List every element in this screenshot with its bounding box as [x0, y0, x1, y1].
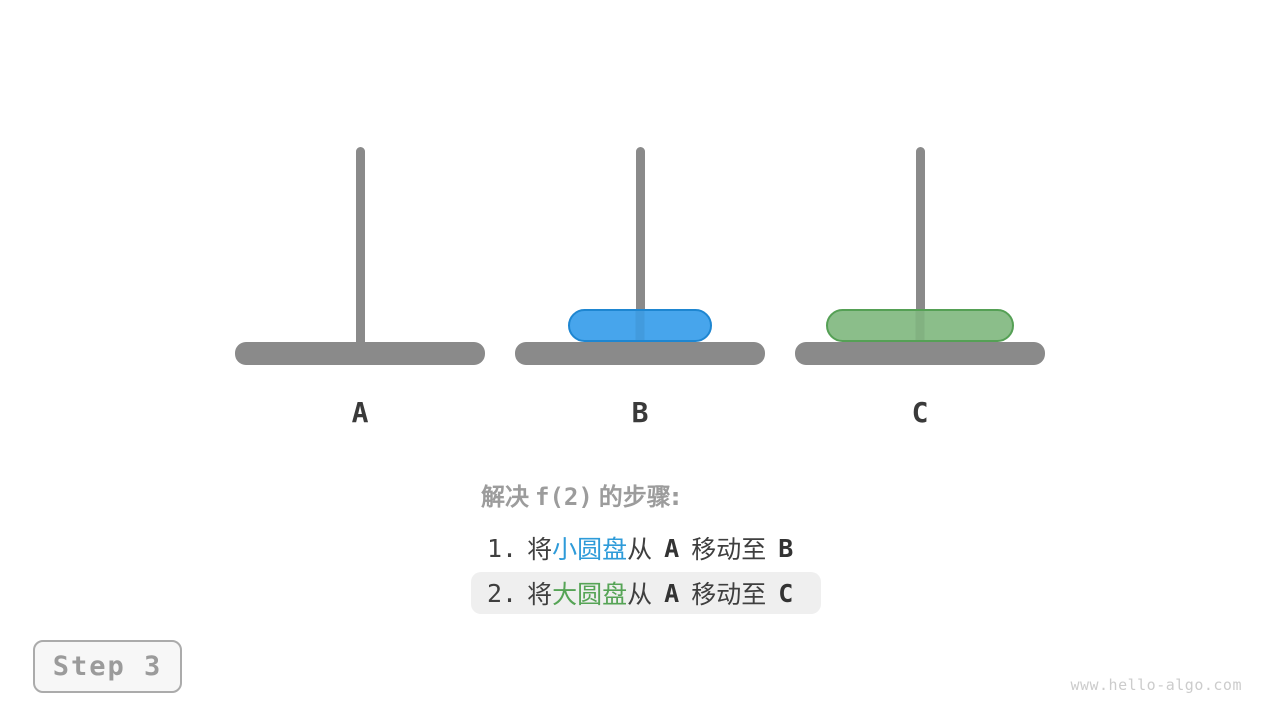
step-2-disk-name: 大圆盘	[552, 580, 628, 609]
peg-a-base	[235, 342, 485, 365]
peg-c-pole	[916, 147, 925, 343]
large-disk	[826, 309, 1014, 342]
step-2-action-pre: 将	[527, 580, 553, 609]
solution-title-pre: 解决	[481, 483, 529, 511]
step-badge-label: Step 3	[52, 651, 163, 682]
step-2-number: 2.	[487, 578, 518, 608]
solution-title-post: 的步骤:	[598, 483, 681, 511]
step-2-action-move: 移动至	[691, 580, 767, 609]
peg-a-label: A	[351, 396, 369, 429]
step-2-from-peg: A	[664, 578, 680, 608]
peg-b-base	[515, 342, 765, 365]
peg-a-pole	[356, 147, 365, 343]
step-2-action-mid: 从	[627, 580, 653, 609]
step-1-from-peg: A	[664, 533, 680, 563]
peg-c-label: C	[911, 396, 929, 429]
small-disk	[568, 309, 712, 342]
peg-c-base	[795, 342, 1045, 365]
step-2-to-peg: C	[778, 578, 794, 608]
solution-title-fn: f(2)	[535, 483, 593, 511]
step-1-number: 1.	[487, 533, 518, 563]
peg-b-label: B	[631, 396, 649, 429]
step-1-action-mid: 从	[627, 535, 653, 564]
step-badge: Step 3	[33, 640, 182, 693]
step-1-disk-name: 小圆盘	[552, 535, 628, 564]
watermark: www.hello-algo.com	[1070, 676, 1242, 694]
step-1-action-pre: 将	[527, 535, 553, 564]
step-1-action-move: 移动至	[691, 535, 767, 564]
peg-b-pole	[636, 147, 645, 343]
step-1-to-peg: B	[778, 533, 794, 563]
